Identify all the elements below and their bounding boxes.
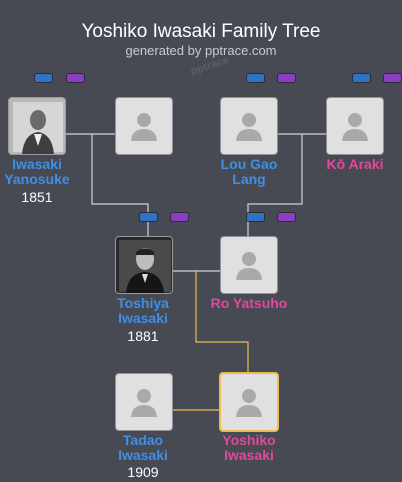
person-name-ro-yatsuho[interactable]: Ro Yatsuho xyxy=(210,295,288,311)
mother-indicator-icon[interactable] xyxy=(277,212,296,222)
person-card-yoshiko[interactable] xyxy=(219,372,279,432)
person-year-toshiya: 1881 xyxy=(127,328,159,344)
mother-indicator-icon[interactable] xyxy=(383,73,402,83)
mother-indicator-icon[interactable] xyxy=(277,73,296,83)
person-card-unknown[interactable] xyxy=(115,97,173,155)
person-year-tadao: 1909 xyxy=(127,464,159,480)
person-silhouette-icon xyxy=(131,389,157,417)
portrait-photo-icon xyxy=(9,98,65,154)
tree-title: Yoshiko Iwasaki Family Tree xyxy=(81,21,321,42)
mother-indicator-icon[interactable] xyxy=(66,73,85,83)
father-indicator-icon[interactable] xyxy=(246,73,265,83)
person-card-yanosuke[interactable] xyxy=(8,97,66,155)
mother-indicator-icon[interactable] xyxy=(170,212,189,222)
father-indicator-icon[interactable] xyxy=(34,73,53,83)
person-card-ko-araki[interactable] xyxy=(326,97,384,155)
person-silhouette-icon xyxy=(131,113,157,141)
person-silhouette-icon xyxy=(342,113,368,141)
person-card-tadao[interactable] xyxy=(115,373,173,431)
person-card-toshiya[interactable] xyxy=(115,236,173,294)
person-silhouette-icon xyxy=(236,389,262,417)
person-silhouette-icon xyxy=(236,252,262,280)
father-indicator-icon[interactable] xyxy=(246,212,265,222)
father-indicator-icon[interactable] xyxy=(139,212,158,222)
person-silhouette-icon xyxy=(236,113,262,141)
person-card-lou-gao[interactable] xyxy=(220,97,278,155)
father-indicator-icon[interactable] xyxy=(352,73,371,83)
portrait-photo-icon xyxy=(116,237,172,293)
person-card-ro-yatsuho[interactable] xyxy=(220,236,278,294)
tree-subtitle: generated by pptrace.com xyxy=(125,43,277,58)
person-year-yanosuke: 1851 xyxy=(21,189,53,205)
person-name-ko-araki[interactable]: Kō Araki xyxy=(326,156,384,172)
descent-line-toshiya xyxy=(195,271,249,372)
